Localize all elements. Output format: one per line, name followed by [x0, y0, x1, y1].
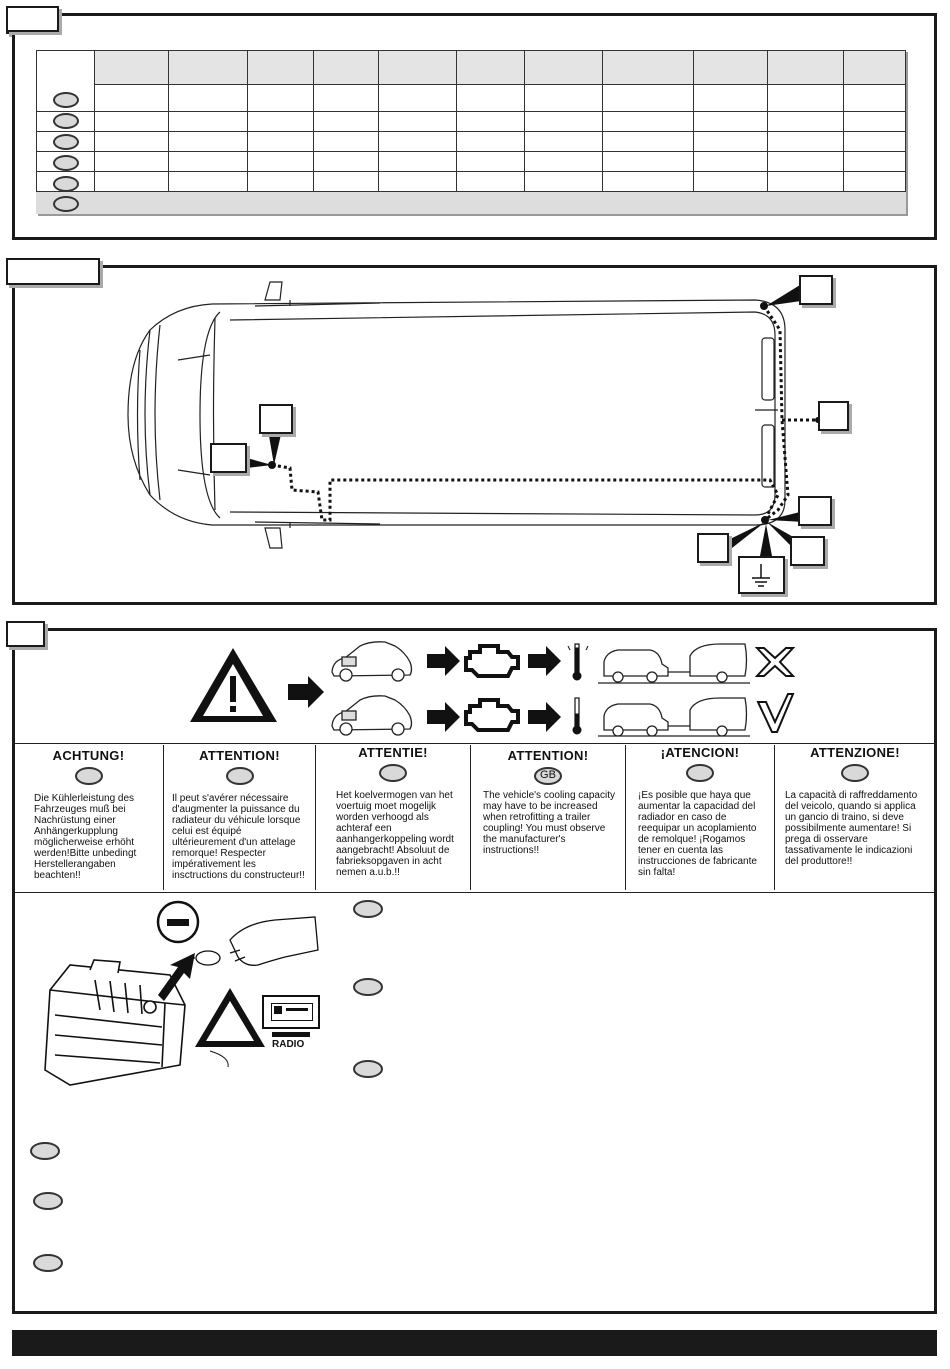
thermometer-icon — [567, 643, 589, 681]
warning-triangle-icon — [195, 988, 265, 1047]
warning-title: ATTENTION! — [507, 748, 589, 763]
hand-icon — [190, 916, 319, 966]
parts-table — [36, 50, 906, 192]
callout-box — [798, 496, 832, 526]
radio-icon — [262, 995, 320, 1029]
car-icon — [331, 695, 413, 736]
cooling-warning-illustration — [190, 641, 796, 737]
language-badge — [353, 900, 383, 918]
arrow-icon — [158, 953, 195, 1001]
footer-bar — [12, 1330, 937, 1356]
arrow-icon — [427, 702, 460, 732]
cross-icon — [754, 647, 796, 677]
language-badge — [353, 978, 383, 996]
language-badge — [686, 764, 714, 782]
callout-box — [259, 404, 293, 434]
section-tab-3 — [6, 621, 45, 647]
language-badge — [353, 1060, 383, 1078]
warning-text: Il peut s'avérer nécessaire d'augmenter … — [172, 793, 305, 881]
callout-box — [818, 401, 849, 431]
engine-icon — [464, 644, 520, 678]
language-badge — [53, 113, 79, 129]
language-badge — [53, 176, 79, 192]
language-badge — [379, 764, 407, 782]
table-row — [36, 111, 906, 132]
warning-text: ¡Es posible que haya que aumentar la cap… — [638, 790, 757, 878]
radio-icon-base — [272, 1032, 310, 1037]
battery-disconnect-illustration — [44, 900, 319, 1086]
warning-title: ¡ATENCION! — [660, 745, 740, 760]
language-badge — [841, 764, 869, 782]
radio-label: RADIO — [272, 1039, 305, 1050]
minus-icon — [156, 900, 200, 944]
language-badge — [53, 92, 79, 108]
car-trailer-icon — [598, 643, 750, 684]
warning-text: La capacità di raffreddamento del veicol… — [785, 790, 918, 867]
language-badge — [53, 196, 79, 212]
language-columns — [12, 743, 937, 893]
ground-symbol-box — [738, 556, 785, 594]
warning-column-nl: ATTENTIE! Het koelvermogen van het voert… — [316, 745, 471, 890]
language-badge — [74, 767, 103, 785]
van-top-view-diagram — [127, 281, 821, 556]
language-badge — [53, 155, 79, 171]
arrow-icon — [528, 646, 561, 676]
language-badge — [30, 1142, 60, 1160]
battery-icon — [44, 959, 186, 1086]
callout-box — [790, 536, 825, 566]
callout-box — [799, 275, 833, 305]
arrow-icon — [528, 702, 561, 732]
warning-column-it: ATTENZIONE! La capacità di raffreddament… — [775, 745, 935, 890]
warning-column-fr: ATTENTION! Il peut s'avérer nécessaire d… — [164, 745, 316, 890]
language-badge — [225, 767, 254, 785]
language-badge — [53, 134, 79, 150]
warning-text: Het koelvermogen van het voertuig moet m… — [336, 790, 454, 878]
car-trailer-icon — [598, 697, 750, 737]
warning-text: Die Kühlerleistung des Fahrzeuges muß be… — [34, 793, 137, 881]
warning-text: The vehicle's cooling capacity may have … — [483, 790, 615, 856]
table-row — [36, 171, 906, 192]
warning-triangle-icon — [190, 648, 277, 722]
section-tab-1-front — [6, 6, 59, 32]
callout-box — [697, 533, 729, 563]
warning-column-gb: ATTENTION! GB The vehicle's cooling capa… — [471, 745, 626, 890]
car-icon — [331, 641, 413, 682]
callout-box — [210, 443, 247, 473]
warning-title: ATTENZIONE! — [810, 745, 900, 760]
thermometer-icon — [572, 697, 582, 735]
warning-column-de: ACHTUNG! Die Kühlerleistung des Fahrzeug… — [14, 745, 164, 890]
warning-panel — [12, 628, 937, 1314]
language-badge: GB — [534, 767, 562, 785]
warning-title: ATTENTIE! — [358, 745, 428, 760]
check-icon — [756, 693, 795, 733]
warning-title: ACHTUNG! — [52, 748, 125, 763]
language-badge — [33, 1254, 63, 1272]
section-tab-2 — [6, 258, 100, 285]
arrow-icon — [288, 676, 324, 708]
engine-icon — [464, 698, 520, 732]
warning-title: ATTENTION! — [199, 748, 280, 763]
table-row — [36, 131, 906, 152]
warning-column-es: ¡ATENCION! ¡Es posible que haya que aume… — [626, 745, 775, 890]
arrow-icon — [427, 646, 460, 676]
ground-icon — [752, 564, 770, 587]
language-badge — [33, 1192, 63, 1210]
